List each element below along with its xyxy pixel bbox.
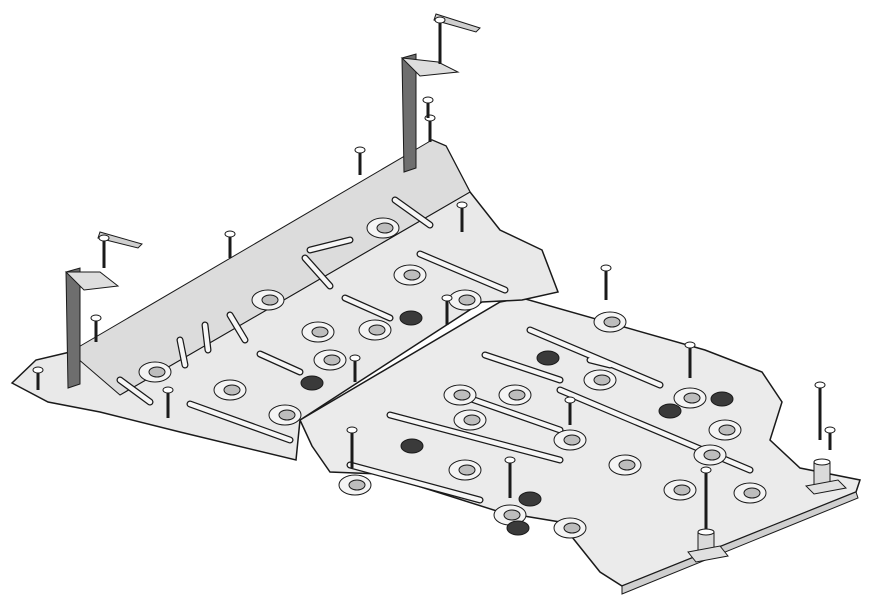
washer <box>422 96 434 104</box>
hole <box>458 294 476 306</box>
mounting-holes <box>138 217 767 539</box>
bolts <box>32 16 836 530</box>
hole <box>463 414 481 426</box>
hole <box>148 366 166 378</box>
washer <box>98 234 110 242</box>
slot-inner <box>482 352 563 383</box>
bracket-left <box>64 231 143 389</box>
washer <box>600 264 612 272</box>
slot-inner <box>117 377 153 405</box>
washer <box>349 354 361 362</box>
hole <box>718 424 736 436</box>
hole <box>458 464 476 476</box>
slot-inner <box>457 392 563 433</box>
hole <box>368 324 386 336</box>
hole <box>593 374 611 386</box>
standoff-front <box>687 528 729 563</box>
slot-inner <box>257 351 303 375</box>
rubber-plugs <box>300 310 734 536</box>
hole <box>311 326 329 338</box>
hole <box>453 389 471 401</box>
washer <box>700 466 712 474</box>
washer <box>346 426 358 434</box>
washer <box>162 386 174 394</box>
slot-inner <box>587 357 613 368</box>
hole <box>403 269 421 281</box>
hole <box>603 316 621 328</box>
slot-inner <box>392 197 433 228</box>
plug <box>300 375 324 391</box>
hole <box>743 487 761 499</box>
slot-inner <box>302 255 333 289</box>
hole <box>563 434 581 446</box>
slot-inner <box>202 322 211 353</box>
slot-inner <box>342 295 393 321</box>
bracket-right <box>400 13 481 173</box>
hole <box>503 509 521 521</box>
washer <box>504 456 516 464</box>
washer <box>564 396 576 404</box>
plug <box>399 310 423 326</box>
plug <box>518 491 542 507</box>
plug <box>400 438 424 454</box>
hole <box>223 384 241 396</box>
slot-inner <box>387 412 563 463</box>
washer <box>824 426 836 434</box>
hole <box>508 389 526 401</box>
slot-inner <box>417 251 508 293</box>
washer <box>354 146 366 154</box>
slots <box>116 196 754 504</box>
hole <box>323 354 341 366</box>
washer <box>456 201 468 209</box>
washer <box>32 366 44 374</box>
washer <box>814 381 826 389</box>
slot-inner <box>307 237 353 253</box>
washer <box>434 16 446 24</box>
washer <box>441 294 453 302</box>
hole <box>376 222 394 234</box>
hole <box>618 459 636 471</box>
slot-inner <box>187 401 293 443</box>
washer <box>90 314 102 322</box>
hole <box>348 479 366 491</box>
plug <box>536 350 560 366</box>
plug <box>658 403 682 419</box>
plug <box>710 391 734 407</box>
hole <box>261 294 279 306</box>
plug <box>506 520 530 536</box>
washer <box>684 341 696 349</box>
hole <box>673 484 691 496</box>
hole <box>703 449 721 461</box>
hole <box>683 392 701 404</box>
hole <box>563 522 581 534</box>
hole <box>278 409 296 421</box>
slot-inner <box>177 337 188 368</box>
slot-inner <box>227 312 248 343</box>
washer <box>224 230 236 238</box>
standoff-right <box>804 458 848 495</box>
slot-inner <box>347 462 483 503</box>
slot-inner <box>527 327 663 388</box>
